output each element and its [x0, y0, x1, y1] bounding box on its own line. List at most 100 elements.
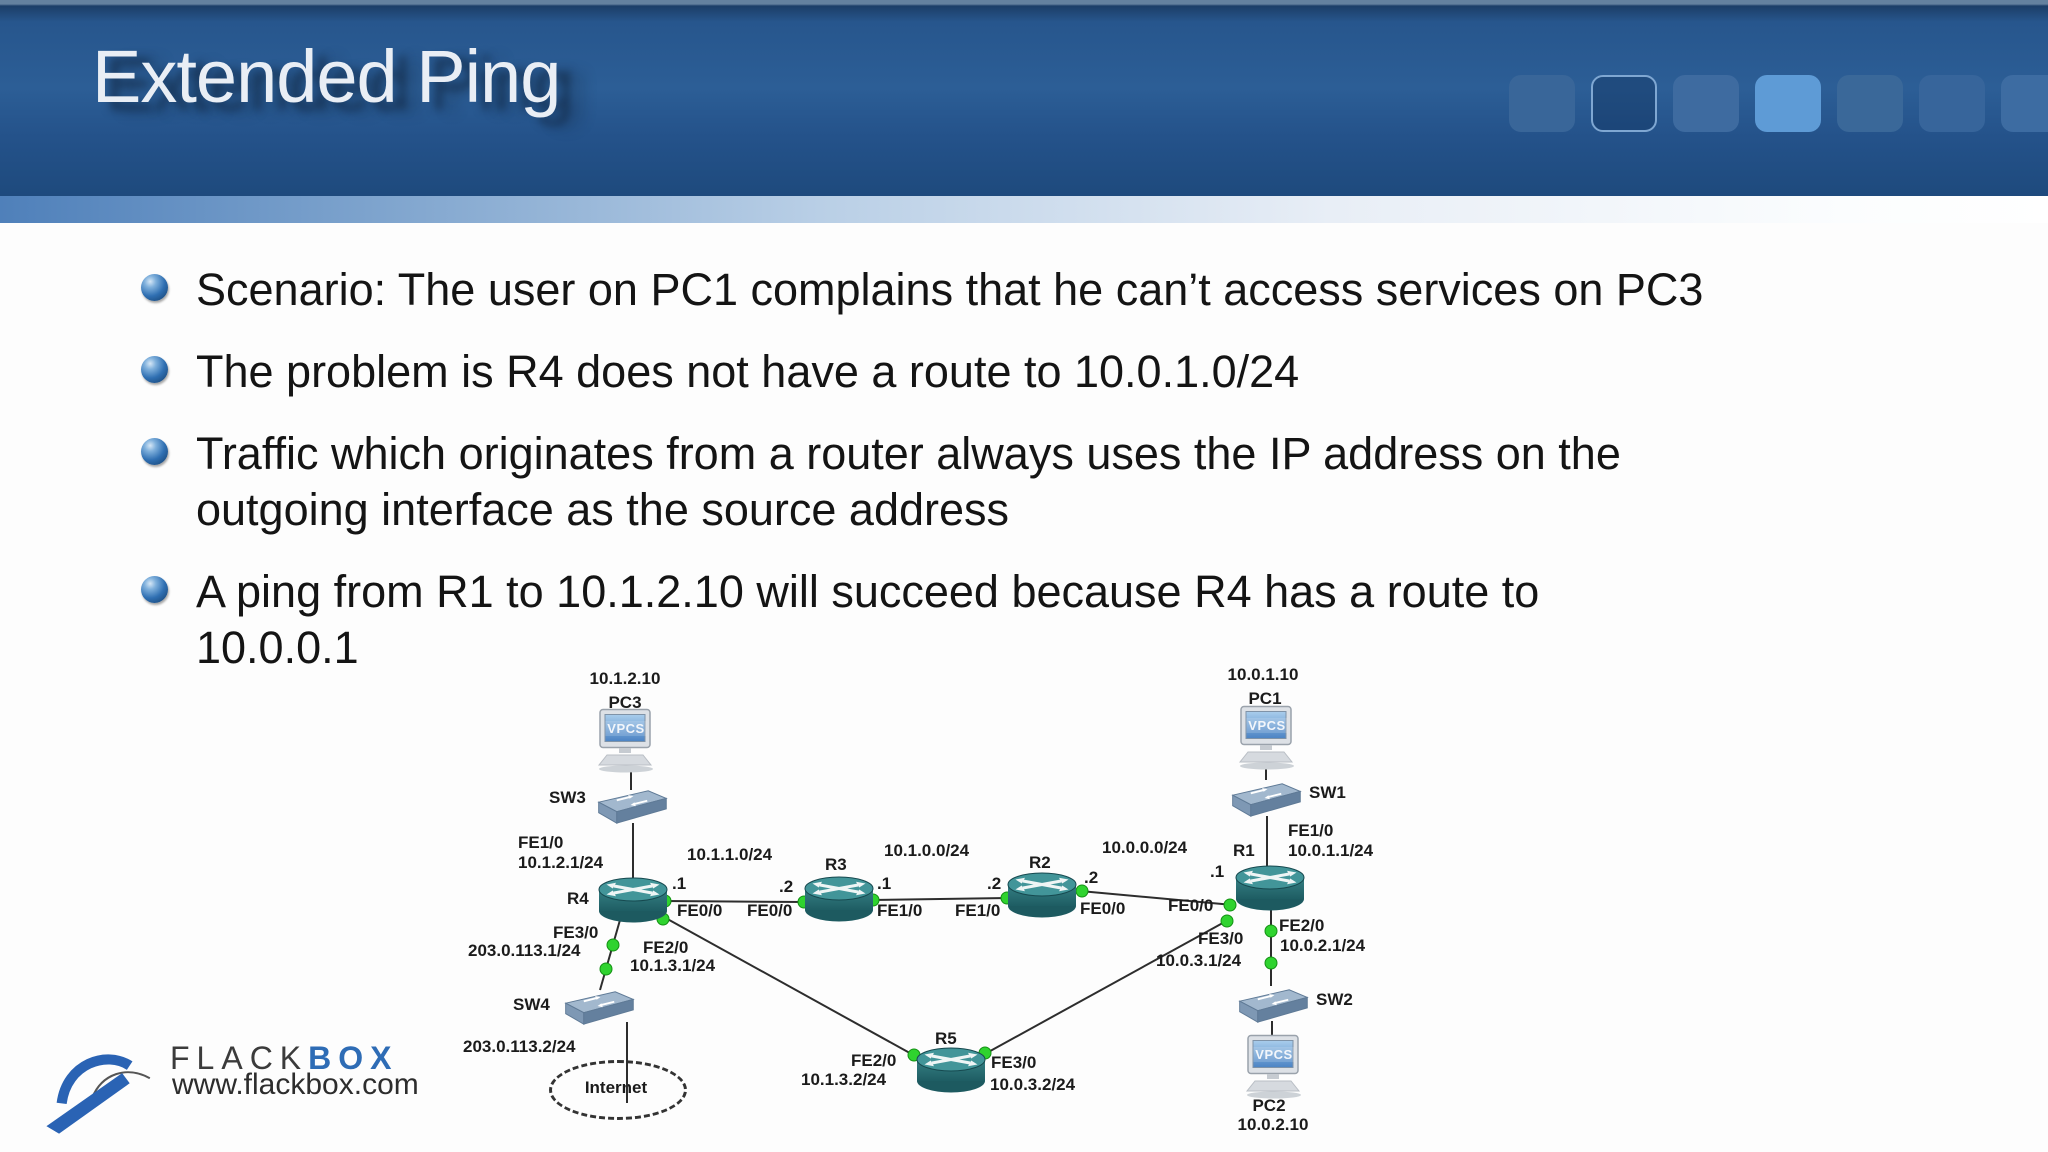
sw1-icon [1227, 779, 1305, 824]
subnet-r4-r3: 10.1.1.0/24 [687, 845, 773, 864]
bullet-item-2: The problem is R4 does not have a route … [141, 344, 1299, 400]
pc1-icon: VPCS [1233, 705, 1301, 776]
r2-fe1-0-label: FE1/0 [955, 901, 1001, 920]
r1-label: R1 [1233, 841, 1255, 860]
r4-fe2-0-label: FE2/0 [643, 938, 689, 957]
pc1-screen-text: VPCS [1246, 718, 1288, 733]
r1-fe2-0-ip: 10.0.2.1/24 [1280, 936, 1366, 955]
r3-r2-right-num: .2 [987, 874, 1002, 893]
pc3-label: PC3 [608, 693, 642, 712]
interface-dot [1220, 914, 1234, 928]
link-r5-r1 [982, 918, 1231, 1056]
decor-square [2001, 75, 2048, 132]
decor-square [1673, 75, 1739, 132]
sw2-icon [1234, 985, 1312, 1030]
flackbox-wordmark: FLACKBOX [170, 1040, 398, 1077]
link-r3-r2 [871, 897, 1009, 901]
pc1-ip: 10.0.1.10 [1227, 665, 1299, 684]
sw1-label: SW1 [1309, 783, 1346, 802]
r2-fe0-0-label: FE0/0 [1080, 899, 1126, 918]
interface-dot [606, 938, 620, 952]
decor-square [1919, 75, 1985, 132]
r4-fe3-0-label: FE3/0 [553, 923, 599, 942]
sw2-label: SW2 [1316, 990, 1353, 1009]
subnet-r3-r2: 10.1.0.0/24 [884, 841, 970, 860]
r5-fe2-0-ip: 10.1.3.2/24 [801, 1070, 887, 1089]
r5-fe3-0-ip: 10.0.3.2/24 [990, 1075, 1076, 1094]
r4-label: R4 [567, 889, 589, 908]
pc2-icon: VPCS [1240, 1034, 1308, 1105]
bullet-sphere-icon [141, 274, 168, 301]
pc2-ip: 10.0.2.10 [1237, 1115, 1309, 1134]
page-title: Extended Ping [92, 35, 561, 118]
bullet-sphere-icon [141, 356, 168, 383]
bullet-text-3: Traffic which originates from a router a… [196, 428, 1621, 535]
decor-square [1509, 75, 1575, 132]
decor-squares [1509, 75, 2048, 132]
flackbox-url: www.flackbox.com [172, 1068, 419, 1101]
pc1-label: PC1 [1248, 689, 1282, 708]
decor-square-outline [1591, 75, 1657, 132]
r1-icon [1233, 864, 1307, 917]
r3-fe0-0-label: FE0/0 [747, 901, 793, 920]
r5-fe2-0-label: FE2/0 [851, 1051, 897, 1070]
bullet-sphere-icon [141, 576, 168, 603]
pc3-screen-text: VPCS [605, 721, 647, 736]
r1-fe1-0-label: FE1/0 [1288, 821, 1334, 840]
r2-r1-right-num: .1 [1210, 862, 1225, 881]
r4-r3-left-num: .1 [672, 874, 687, 893]
r4-r3-right-num: .2 [779, 877, 794, 896]
r4-fe0-0-label: FE0/0 [677, 901, 723, 920]
internet-label: Internet [584, 1078, 648, 1097]
interface-dot [1264, 956, 1278, 970]
link-r4-r5 [661, 915, 918, 1058]
r2-icon [1005, 871, 1079, 924]
bullet-sphere-icon [141, 438, 168, 465]
bullet-text-1: Scenario: The user on PC1 complains that… [196, 264, 1704, 315]
bullet-item-4: A ping from R1 to 10.1.2.10 will succeed… [141, 564, 1539, 676]
r4-icon [596, 876, 670, 929]
r1-fe0-0-label: FE0/0 [1168, 896, 1214, 915]
r1-fe3-0-ip: 10.0.3.1/24 [1156, 951, 1242, 970]
internet-cloud [549, 1060, 687, 1120]
sw4-label: SW4 [513, 995, 550, 1014]
pc3-icon: VPCS [592, 708, 660, 779]
bullet-item-3: Traffic which originates from a router a… [141, 426, 1621, 538]
r5-label: R5 [935, 1029, 957, 1048]
bullet-text-2: The problem is R4 does not have a route … [196, 346, 1300, 397]
pc3-ip: 10.1.2.10 [589, 669, 661, 688]
r5-fe3-0-label: FE3/0 [991, 1053, 1037, 1072]
r4-fe2-0-ip: 10.1.3.1/24 [630, 956, 716, 975]
bullet-item-1: Scenario: The user on PC1 complains that… [141, 262, 1703, 318]
r3-fe1-0-label: FE1/0 [877, 901, 923, 920]
r4-fe1-0-ip: 10.1.2.1/24 [518, 853, 604, 872]
r4-fe3-0-ip: 203.0.113.1/24 [468, 941, 581, 960]
wordmark-flack: FLACK [170, 1040, 309, 1076]
interface-dot [599, 962, 613, 976]
r1-fe1-0-ip: 10.0.1.1/24 [1288, 841, 1374, 860]
r3-r2-left-num: .1 [877, 874, 892, 893]
r1-fe2-0-label: FE2/0 [1279, 916, 1325, 935]
r4-fe1-0-label: FE1/0 [518, 833, 564, 852]
bullet-text-4: A ping from R1 to 10.1.2.10 will succeed… [196, 566, 1540, 673]
r2-label: R2 [1029, 853, 1051, 872]
r2-r1-left-num: .2 [1084, 868, 1099, 887]
sw4-icon [560, 987, 638, 1032]
sw3-label: SW3 [549, 788, 586, 807]
header-gradient-band [0, 196, 2048, 223]
r3-icon [802, 875, 876, 928]
link-r4-sw4 [599, 919, 621, 991]
sw3-icon [593, 786, 671, 831]
sw4-internet-ip: 203.0.113.2/24 [463, 1037, 576, 1056]
r1-fe3-0-label: FE3/0 [1198, 929, 1244, 948]
pc2-label: PC2 [1252, 1096, 1286, 1115]
subnet-r2-r1: 10.0.0.0/24 [1102, 838, 1188, 857]
pc2-screen-text: VPCS [1253, 1047, 1295, 1062]
flackbox-logo-icon [44, 1030, 170, 1139]
header-banner: Extended Ping [0, 0, 2048, 196]
interface-dot [1264, 924, 1278, 938]
r3-label: R3 [825, 855, 847, 874]
